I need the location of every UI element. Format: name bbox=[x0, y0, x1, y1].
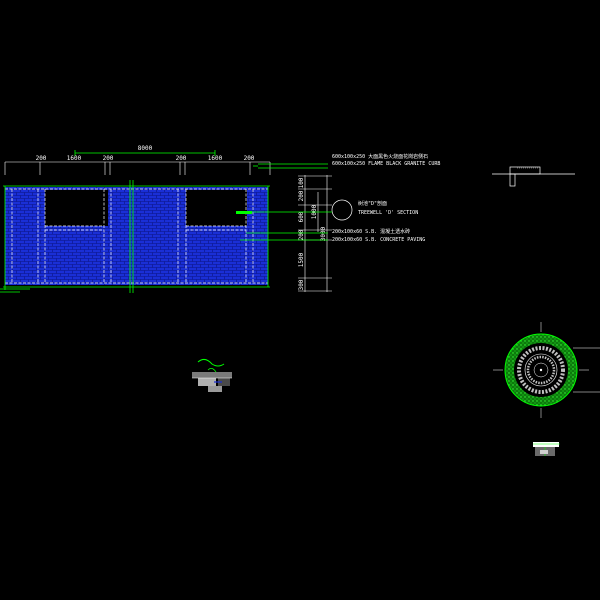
dim-seg-3: 200 bbox=[103, 155, 114, 162]
note-paving-cn: 200x100x60 S.B. 混凝土透水砖 bbox=[332, 228, 410, 235]
tree-well-opening-left bbox=[45, 190, 108, 226]
dim-right-5: 1500 bbox=[298, 252, 305, 267]
section-callout-circle bbox=[331, 199, 353, 221]
curb-section-detail bbox=[492, 166, 575, 187]
dim-right-outer: 3000 bbox=[320, 226, 327, 241]
dim-seg-2: 1600 bbox=[67, 155, 82, 162]
plan-outline bbox=[0, 180, 270, 293]
top-dimension-chain: 8000 200 1600 200 200 1600 200 bbox=[4, 145, 271, 175]
dim-seg-4: 200 bbox=[176, 155, 187, 162]
note-paving-en: 200x100x60 S.B. CONCRETE PAVING bbox=[332, 237, 425, 243]
dim-right-3: 600 bbox=[298, 211, 305, 222]
dim-seg-5: 1600 bbox=[208, 155, 223, 162]
tree-grate-plan bbox=[493, 322, 600, 418]
dim-right-6: 300 bbox=[298, 279, 305, 290]
tree-well-opening-right bbox=[186, 190, 247, 226]
dim-right-2: 200 bbox=[298, 190, 305, 201]
right-dimension-chain: 100 200 600 200 1500 300 1000 3000 bbox=[298, 175, 332, 292]
section-cut-marker bbox=[236, 211, 252, 214]
note-treewell-en: TREEWELL 'D' SECTION bbox=[358, 210, 418, 216]
paving-plan bbox=[0, 180, 270, 293]
tree-pit-section-detail bbox=[192, 358, 232, 392]
note-curb-cn: 600x100x250 大面黑色火烧面花岗岩侧石 bbox=[332, 153, 428, 160]
small-legend-detail bbox=[533, 442, 560, 456]
annotations: 600x100x250 大面黑色火烧面花岗岩侧石 600x100x250 FLA… bbox=[240, 153, 440, 243]
dim-right-4: 200 bbox=[298, 229, 305, 240]
note-curb-en: 600x100x250 FLAME BLACK GRANITE CURB bbox=[332, 161, 440, 167]
dim-overall: 8000 bbox=[138, 145, 153, 152]
note-treewell-cn: 树池"D"剖面 bbox=[358, 200, 387, 207]
dim-seg-6: 200 bbox=[244, 155, 255, 162]
dim-seg-1: 200 bbox=[36, 155, 47, 162]
dim-right-1: 100 bbox=[298, 177, 305, 188]
granite-curb-lines bbox=[5, 188, 268, 284]
